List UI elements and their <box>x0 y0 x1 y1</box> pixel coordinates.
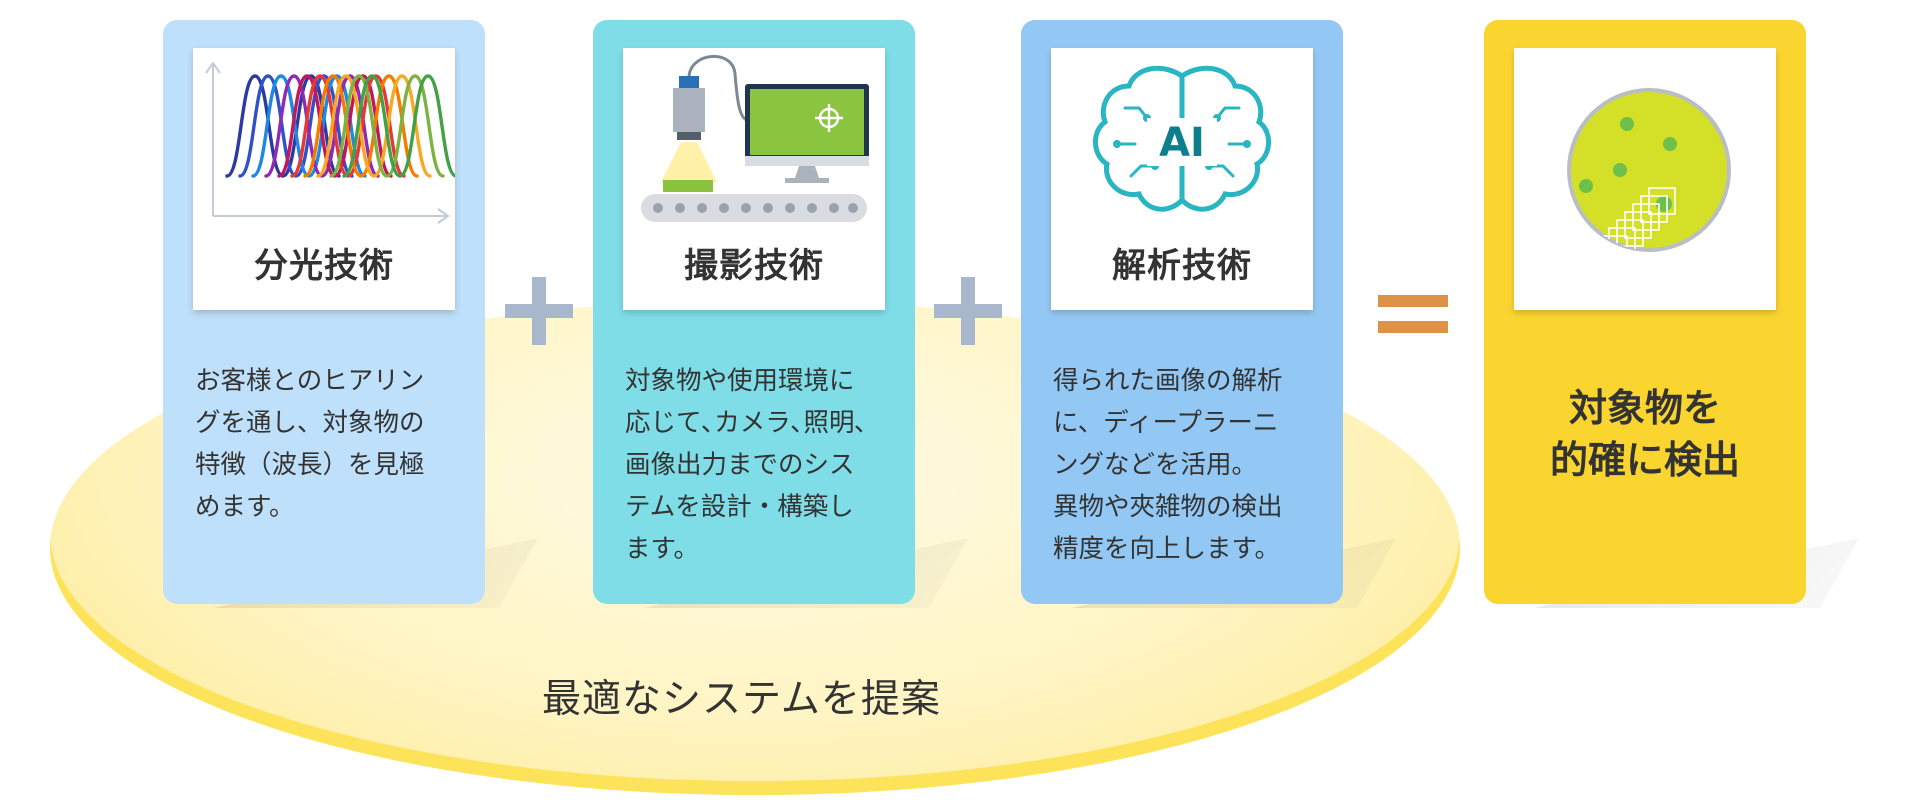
card-analysis-description: 得られた画像の解析 に、ディープラーニ ングなどを活用。 異物や夾雑物の検出 精… <box>1053 366 1283 564</box>
result-label: 対象物を 的確に検出 <box>1549 386 1740 482</box>
spectrum-wave <box>238 74 354 178</box>
card-spectroscopy-tile: 分光技術 <box>193 48 455 310</box>
spectrum-wave <box>329 74 445 178</box>
card-spectroscopy-description: お客様とのヒアリン グを通し、対象物の 特徴（波長）を見極 めます。 <box>195 366 425 522</box>
spectrum-wave <box>303 74 419 178</box>
card-result-tile <box>1514 48 1776 310</box>
spectrum-waves-icon <box>205 61 455 224</box>
card-imaging-tile: 撮影技術 <box>623 48 885 310</box>
detected-object-dish-icon <box>1567 88 1731 252</box>
card-spectroscopy: 分光技術 お客様とのヒアリン グを通し、対象物の 特徴（波長）を見極 めます。 <box>163 20 485 604</box>
card-analysis: AI 解析技術 得られた画像の解析 に、ディープラーニ ングなどを活用。 異物や… <box>1021 20 1343 604</box>
plus-icon <box>505 277 573 345</box>
card-imaging: 撮影技術 対象物や使用環境に 応じて､カメラ､照明､ 画像出力までのシス テムを… <box>593 20 915 604</box>
card-imaging-title: 撮影技術 <box>684 246 824 286</box>
ai-label: AI <box>1159 120 1205 166</box>
spectrum-wave <box>290 74 406 178</box>
spectrum-wave <box>251 74 367 178</box>
spectrum-wave <box>316 74 432 178</box>
ai-brain-icon: AI <box>1093 65 1271 212</box>
spectrum-wave <box>277 74 393 178</box>
plus-icon <box>934 277 1002 345</box>
card-analysis-title: 解析技術 <box>1112 246 1252 286</box>
camera-monitor-conveyor-icon <box>641 55 869 222</box>
spectrum-wave <box>342 74 455 178</box>
spectrum-wave <box>225 74 341 178</box>
card-result: 対象物を 的確に検出 <box>1484 20 1806 604</box>
card-analysis-tile: AI 解析技術 <box>1051 48 1313 310</box>
spectrum-wave <box>264 74 380 178</box>
proposal-label: 最適なシステムを提案 <box>542 677 941 722</box>
card-imaging-description: 対象物や使用環境に 応じて､カメラ､照明､ 画像出力までのシス テムを設計・構築… <box>625 366 868 564</box>
equals-icon <box>1378 295 1448 333</box>
card-spectroscopy-title: 分光技術 <box>254 246 394 286</box>
